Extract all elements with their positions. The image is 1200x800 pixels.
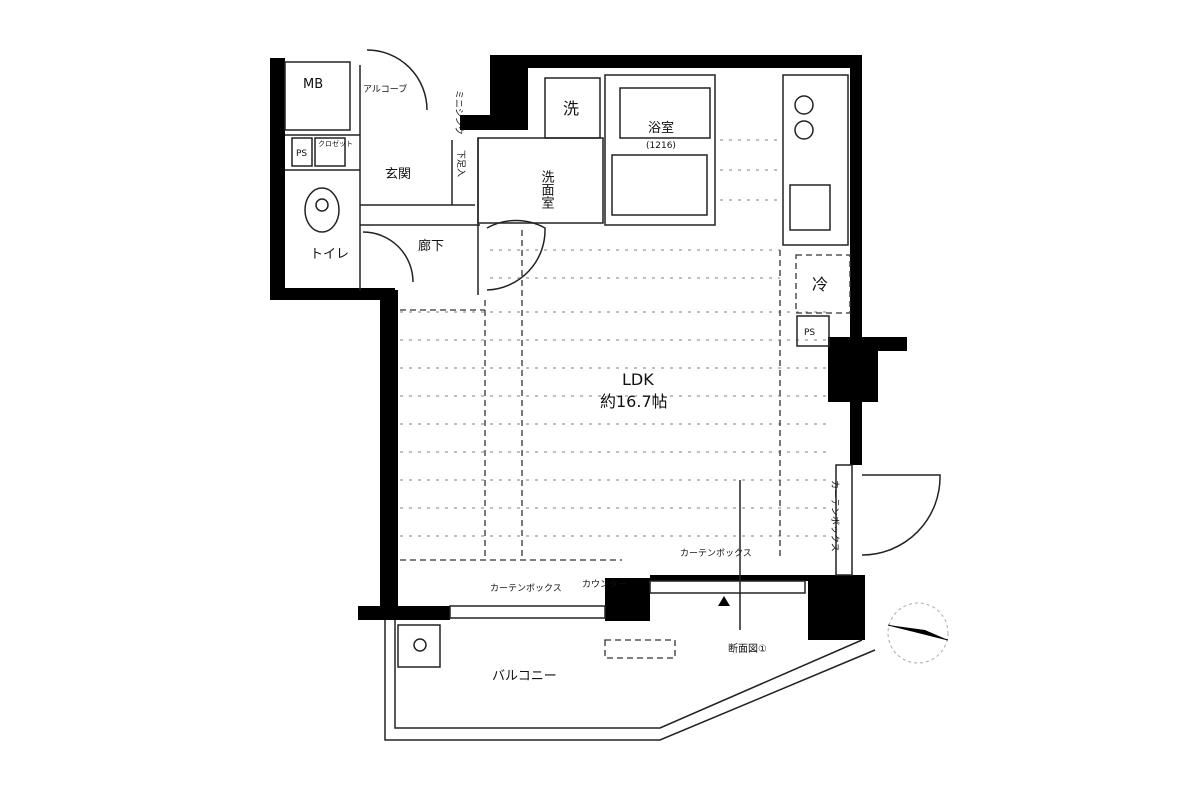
label-mini-sink: ミニシンク [453, 90, 464, 135]
label-ps-right: PS [804, 328, 815, 338]
label-ldk-size: 約16.7帖 [600, 392, 668, 411]
label-curtain-box-2: カーテンボックス [680, 548, 752, 559]
label-hallway: 廊下 [418, 238, 444, 254]
partitions [284, 49, 941, 741]
label-curtain-box-3: カーテンボックス [829, 480, 840, 552]
label-bath-size: (1216) [646, 141, 676, 151]
label-fridge: 冷 [812, 275, 828, 294]
label-toilet: トイレ [310, 247, 349, 262]
label-bathroom: 浴室 [648, 120, 674, 136]
label-washroom: 洗面室 [539, 170, 555, 209]
label-closet: クロゼット [318, 139, 353, 148]
label-balcony: バルコニー [492, 669, 557, 684]
walls [270, 55, 907, 640]
label-mb: MB [303, 77, 323, 92]
label-ldk: LDK [622, 370, 654, 389]
label-ps-top: PS [296, 149, 307, 159]
section-marker-icon [718, 596, 730, 606]
label-washer: 洗 [563, 99, 579, 118]
label-counter: カウンター [582, 579, 627, 590]
label-entrance: 玄関 [385, 167, 411, 182]
label-curtain-box-1: カーテンボックス [490, 583, 562, 594]
label-alcove: アルコーブ [363, 83, 407, 95]
label-section: 断面図① [728, 642, 767, 655]
ldk-flooring [400, 139, 830, 561]
north-arrow-icon [887, 602, 949, 664]
label-shoe-box: 下足入 [455, 150, 466, 177]
room-labels: MB アルコーブ ミニシンク PS クロゼット 玄関 下足入 トイレ 廊下 洗 … [296, 77, 840, 684]
